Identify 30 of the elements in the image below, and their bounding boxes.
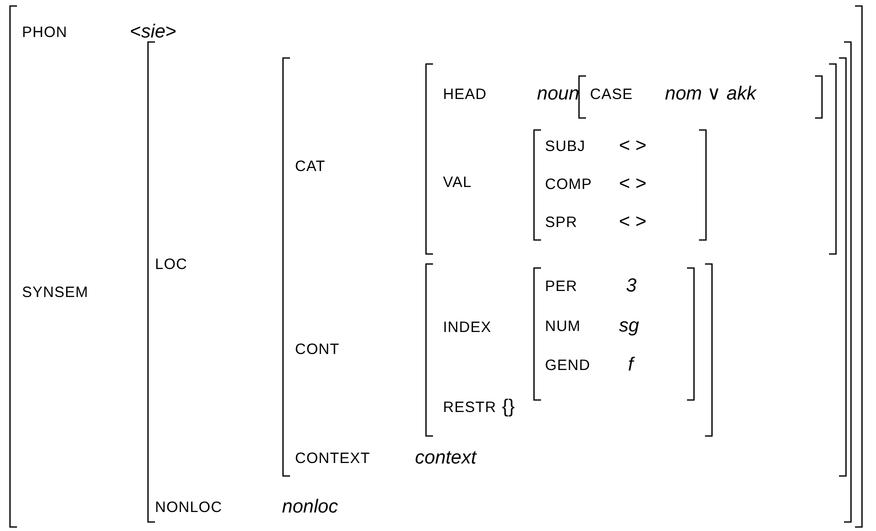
attribute-label: CAT: [295, 158, 326, 176]
value-text: 3: [626, 276, 637, 298]
attribute-label: VAL: [443, 174, 472, 192]
value-text: sg: [619, 316, 640, 338]
value-text: < >: [619, 174, 646, 196]
attribute-label: GEND: [545, 358, 590, 374]
attribute-label: NUM: [545, 318, 581, 336]
attribute-label: PHON: [22, 24, 68, 42]
attribute-label: SYNSEM: [22, 284, 88, 302]
attribute-label: RESTR: [443, 400, 496, 416]
value-text: noun: [537, 84, 580, 106]
attribute-label: HEAD: [443, 86, 487, 104]
attribute-label: CONTEXT: [295, 450, 370, 468]
value-text: f: [628, 356, 634, 376]
attribute-label: CONT: [295, 342, 340, 358]
attribute-label: LOC: [155, 256, 188, 274]
attribute-label: SPR: [545, 214, 578, 232]
attribute-label: SUBJ: [545, 138, 586, 156]
attribute-label: INDEX: [443, 320, 492, 336]
attribute-label: COMP: [545, 176, 592, 194]
value-text: context: [415, 448, 476, 470]
attribute-label: NONLOC: [155, 500, 222, 516]
value-text: {}: [502, 398, 515, 418]
value-text: < >: [619, 212, 646, 234]
value-text: < >: [619, 136, 646, 158]
value-text: <sie>: [130, 22, 177, 44]
value-text: nom ∨ akk: [665, 84, 756, 106]
value-text: nonloc: [282, 498, 338, 518]
attribute-label: PER: [545, 278, 578, 296]
attribute-label: CASE: [590, 86, 633, 104]
